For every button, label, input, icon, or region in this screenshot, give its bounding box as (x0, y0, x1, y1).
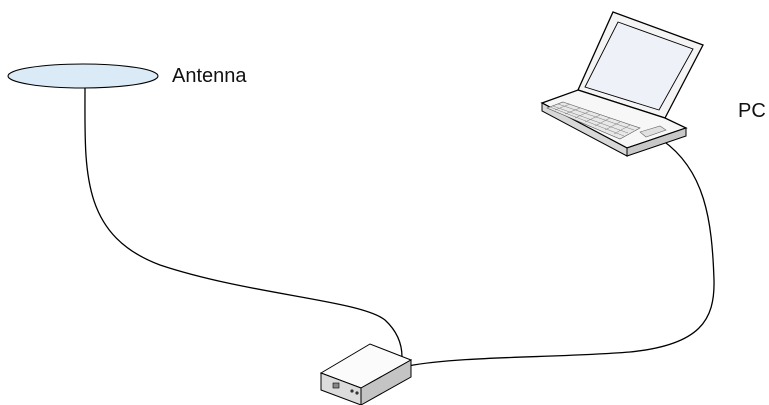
laptop-icon (542, 12, 703, 156)
device-to-pc-cable (408, 140, 714, 366)
antenna-label: Antenna (172, 66, 247, 86)
antenna-to-device-cable (85, 88, 402, 357)
receiver-device-icon (321, 344, 411, 405)
pc-label: PC (738, 101, 766, 121)
antenna-dish-icon (8, 64, 158, 88)
